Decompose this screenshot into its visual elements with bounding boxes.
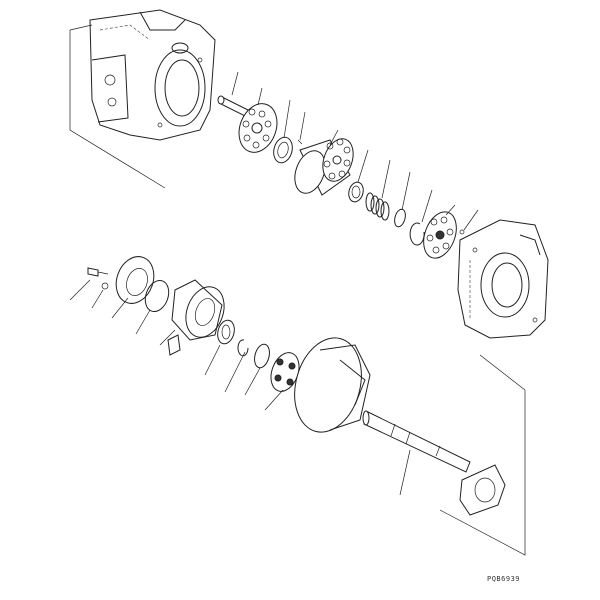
spring bbox=[365, 192, 390, 221]
lower-parts bbox=[87, 256, 506, 516]
upper-parts bbox=[217, 95, 465, 259]
drawing-code-label: PQB6939 bbox=[487, 575, 521, 583]
right-housing bbox=[457, 219, 549, 339]
frame-lines bbox=[69, 24, 526, 556]
upper-pump-housing bbox=[89, 9, 216, 141]
leader-lines bbox=[69, 71, 479, 496]
